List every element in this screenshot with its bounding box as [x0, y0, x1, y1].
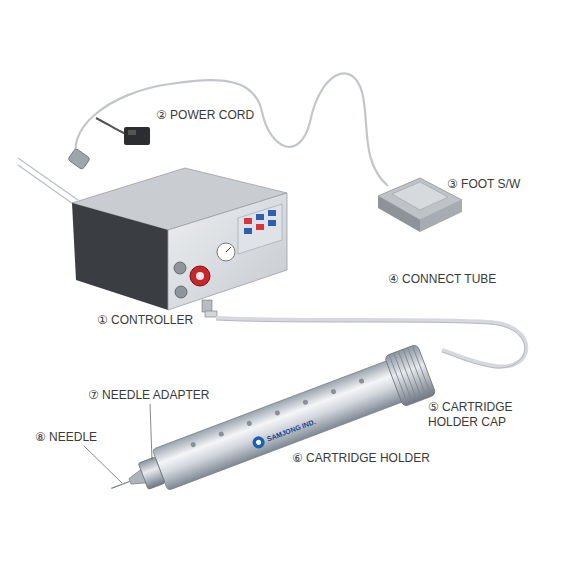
foot-switch-cable — [76, 73, 388, 186]
part-label: ⑥ CARTRIDGE HOLDER — [292, 451, 430, 466]
power-cord — [18, 158, 78, 206]
part-label: ② POWER CORD — [156, 108, 254, 123]
part-label: ④ CONNECT TUBE — [388, 272, 496, 287]
part-label: ⑦ NEEDLE ADAPTER — [88, 388, 209, 403]
part-label: ⑧ NEEDLE — [35, 430, 97, 445]
part-label: ⑤ CARTRIDGE HOLDER CAP — [428, 400, 538, 430]
connect-tube — [216, 318, 526, 367]
cartridge-holder — [102, 344, 436, 514]
part-label: ① CONTROLLER — [97, 313, 193, 328]
controller-unit — [72, 168, 287, 317]
power-plug — [96, 118, 150, 145]
cable-connector — [68, 148, 91, 170]
part-label: ③ FOOT S/W — [447, 177, 520, 192]
tube-shade — [216, 320, 525, 368]
